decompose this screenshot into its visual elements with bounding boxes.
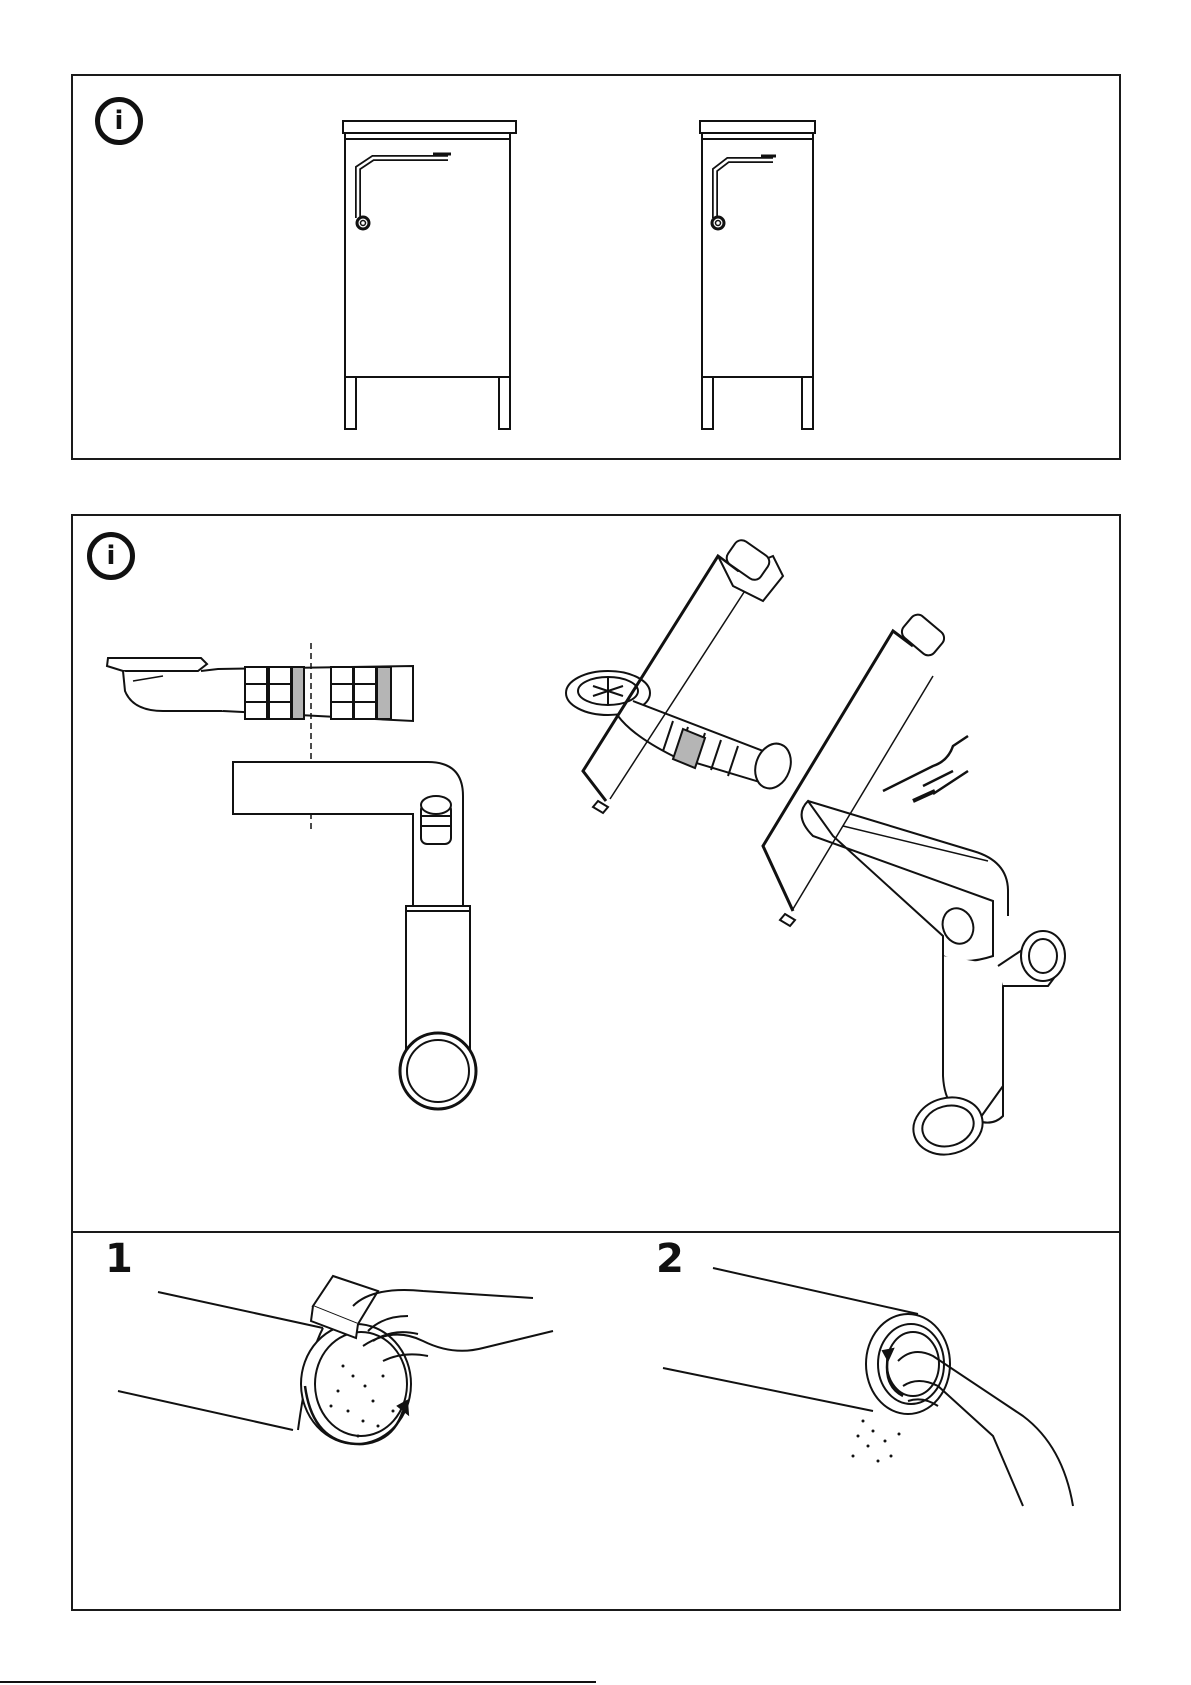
panel-cabinet-comparison: i — [71, 74, 1121, 460]
step-2-cleaning-illustration — [73, 516, 1123, 1613]
panel-pipe-cutting: i — [71, 514, 1121, 1611]
footer-rule — [0, 1681, 596, 1683]
cabinet-illustration-2 — [73, 76, 1123, 462]
